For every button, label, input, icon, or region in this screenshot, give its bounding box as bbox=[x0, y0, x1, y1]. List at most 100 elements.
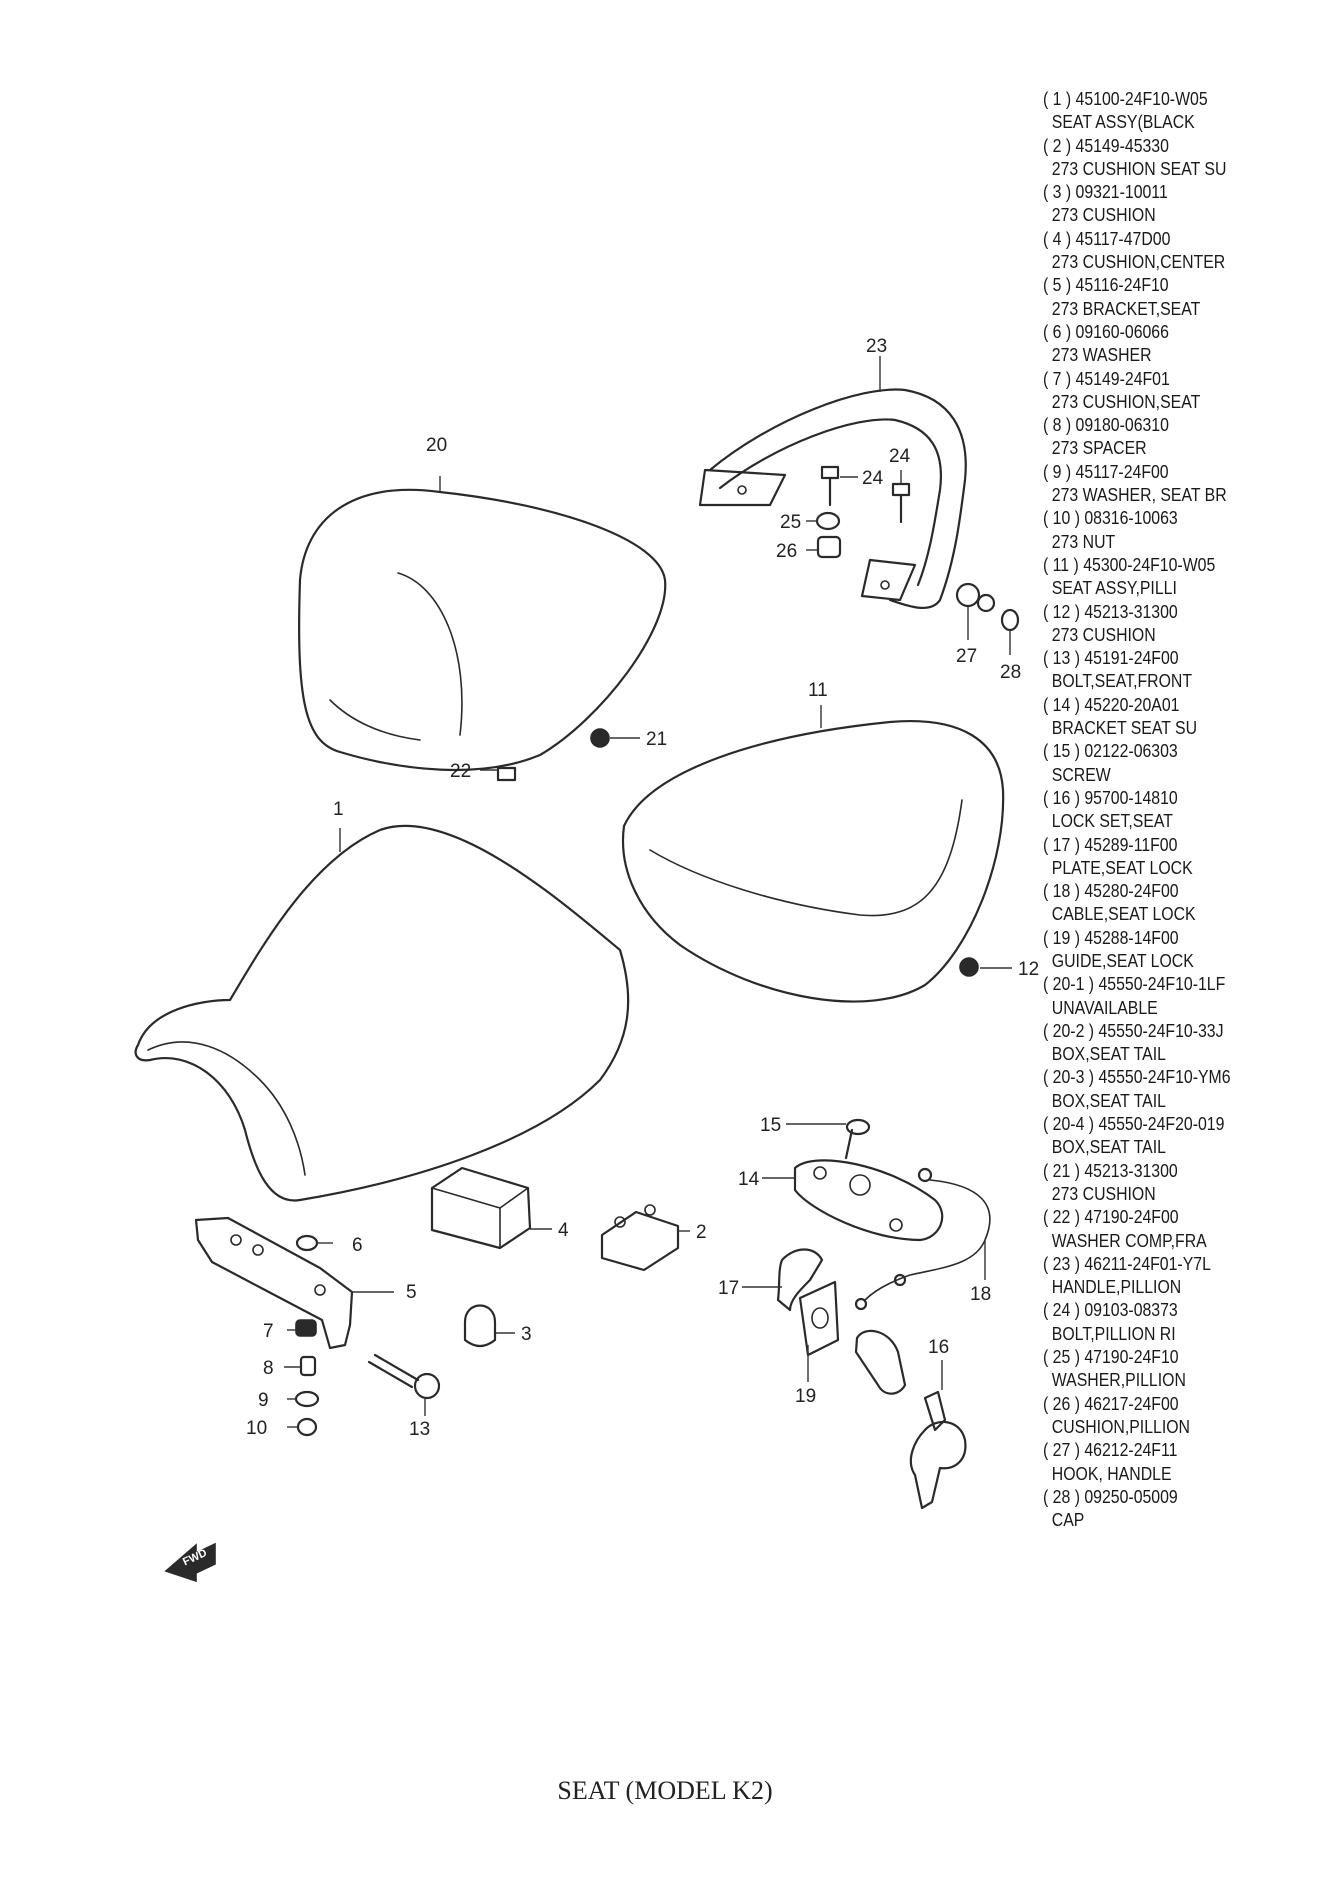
part-ref: ( 9 ) 45117-24F00 bbox=[1043, 461, 1169, 482]
part-ref: ( 23 ) 46211-24F01-Y7L bbox=[1043, 1253, 1211, 1274]
part-description: CUSHION,PILLION bbox=[1051, 1416, 1191, 1437]
tail-cushion[interactable] bbox=[590, 728, 610, 748]
callout-12: 12 bbox=[1018, 959, 1039, 980]
pillion-cushion[interactable] bbox=[816, 535, 842, 559]
part-ref: ( 6 ) 09160-06066 bbox=[1043, 321, 1169, 342]
callout-3: 3 bbox=[521, 1324, 532, 1345]
seat-lock-set[interactable] bbox=[854, 1329, 967, 1510]
part-ref: ( 1 ) 45100-24F10-W05 bbox=[1043, 89, 1208, 109]
washer-comp[interactable] bbox=[496, 766, 517, 782]
callout-2: 2 bbox=[696, 1222, 707, 1243]
pillion-washer[interactable] bbox=[815, 511, 841, 531]
part-ref: ( 26 ) 46217-24F00 bbox=[1043, 1393, 1179, 1414]
part-ref: ( 4 ) 45117-47D00 bbox=[1043, 228, 1171, 249]
page-title: SEAT (MODEL K2) bbox=[557, 1776, 773, 1805]
part-ref: ( 16 ) 95700-14810 bbox=[1043, 787, 1178, 808]
part-description: PLATE,SEAT LOCK bbox=[1051, 857, 1193, 878]
part-ref: ( 25 ) 47190-24F10 bbox=[1043, 1347, 1179, 1368]
pillion-bolt-1[interactable] bbox=[820, 465, 840, 507]
callout-11: 11 bbox=[808, 680, 828, 701]
callout-leaders bbox=[284, 356, 1012, 1428]
seat-lock-bracket[interactable] bbox=[793, 1159, 944, 1242]
part-description: CABLE,SEAT LOCK bbox=[1051, 904, 1196, 925]
front-seat-bolt[interactable] bbox=[367, 1353, 441, 1400]
callout-4: 4 bbox=[558, 1220, 569, 1241]
pillion-seat[interactable] bbox=[622, 720, 1005, 1003]
callout-27: 27 bbox=[956, 646, 977, 667]
part-description: BOLT,PILLION RI bbox=[1051, 1323, 1176, 1344]
callout-24a: 24 bbox=[862, 468, 884, 489]
part-description: SCREW bbox=[1051, 764, 1111, 785]
part-ref: ( 5 ) 45116-24F10 bbox=[1043, 275, 1169, 296]
callout-20: 20 bbox=[426, 435, 447, 456]
part-description: GUIDE,SEAT LOCK bbox=[1051, 950, 1194, 971]
seat-tail-box[interactable] bbox=[298, 488, 667, 772]
part-description: UNAVAILABLE bbox=[1051, 997, 1158, 1018]
part-ref: ( 21 ) 45213-31300 bbox=[1043, 1160, 1178, 1181]
seat-cushion[interactable] bbox=[600, 1204, 680, 1272]
seat-bracket-washer[interactable] bbox=[294, 1390, 320, 1408]
part-description: BOX,SEAT TAIL bbox=[1051, 1044, 1166, 1065]
parts-list-item: ( 9 ) 45117-24F00 273 WASHER, SEAT BR bbox=[1043, 461, 1281, 508]
handle-cap[interactable] bbox=[1000, 608, 1020, 632]
forward-arrow-icon bbox=[164, 1542, 216, 1583]
seat-cushion-small[interactable] bbox=[295, 1319, 317, 1337]
handle-hook[interactable] bbox=[955, 582, 996, 613]
seat-lock-plate[interactable] bbox=[776, 1248, 824, 1312]
rubber-cushion[interactable] bbox=[463, 1304, 497, 1348]
callout-8: 8 bbox=[263, 1358, 274, 1379]
part-ref: ( 12 ) 45213-31300 bbox=[1043, 601, 1178, 622]
screw[interactable] bbox=[844, 1118, 871, 1160]
part-ref: ( 27 ) 46212-24F11 bbox=[1043, 1440, 1178, 1461]
part-ref: ( 20-3 ) 45550-24F10-YM6 bbox=[1043, 1067, 1231, 1088]
bracket-washer[interactable] bbox=[295, 1234, 319, 1252]
part-description: 273 BRACKET,SEAT bbox=[1051, 298, 1201, 319]
part-ref: ( 18 ) 45280-24F00 bbox=[1043, 881, 1179, 902]
callout-24b: 24 bbox=[889, 446, 911, 467]
part-description: 273 WASHER, SEAT BR bbox=[1051, 485, 1227, 506]
part-description: 273 CUSHION,SEAT bbox=[1051, 391, 1201, 412]
part-ref: ( 11 ) 45300-24F10-W05 bbox=[1043, 554, 1216, 575]
spacer[interactable] bbox=[299, 1355, 317, 1377]
part-description: CAP bbox=[1051, 1510, 1085, 1531]
seat-lock-guide[interactable] bbox=[798, 1280, 840, 1357]
callout-22: 22 bbox=[450, 761, 471, 782]
part-description: WASHER,PILLION bbox=[1051, 1370, 1186, 1391]
part-description: 273 CUSHION bbox=[1051, 624, 1156, 645]
callout-23: 23 bbox=[866, 336, 887, 357]
callout-14: 14 bbox=[738, 1169, 760, 1190]
seat-bracket[interactable] bbox=[194, 1216, 354, 1350]
pillion-bolt-2[interactable] bbox=[891, 482, 911, 524]
part-ref: ( 2 ) 45149-45330 bbox=[1043, 135, 1169, 156]
part-description: 273 SPACER bbox=[1051, 438, 1147, 459]
nut[interactable] bbox=[296, 1417, 318, 1437]
front-seat[interactable] bbox=[134, 824, 630, 1202]
pillion-seat-cushion[interactable] bbox=[959, 957, 979, 977]
seat-lock-cable[interactable] bbox=[854, 1167, 991, 1311]
center-cushion[interactable] bbox=[430, 1166, 532, 1250]
part-description: SEAT ASSY(BLACK bbox=[1051, 112, 1195, 133]
part-ref: ( 13 ) 45191-24F00 bbox=[1043, 648, 1179, 669]
callout-16: 16 bbox=[928, 1337, 949, 1358]
callout-26: 26 bbox=[776, 541, 797, 562]
part-description: 273 CUSHION SEAT SU bbox=[1051, 158, 1227, 179]
pillion-handle[interactable] bbox=[698, 388, 967, 610]
part-description: BRACKET SEAT SU bbox=[1051, 718, 1198, 739]
